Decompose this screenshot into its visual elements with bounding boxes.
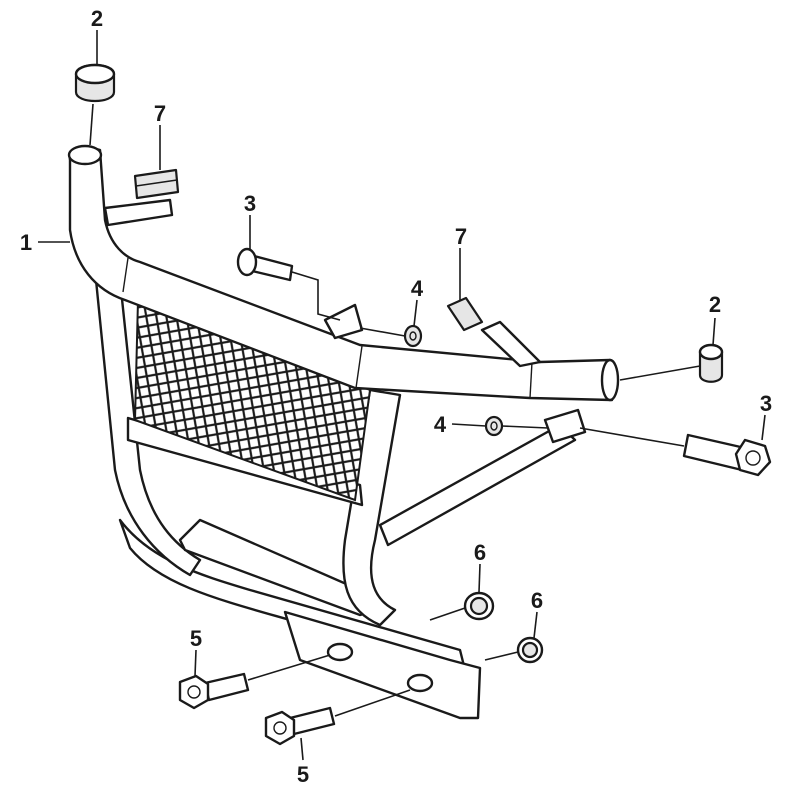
bolt-lower-right bbox=[264, 706, 336, 746]
callout-1: 1 bbox=[20, 230, 32, 255]
callout-6-left: 6 bbox=[474, 540, 486, 565]
callout-7-left: 7 bbox=[154, 101, 166, 126]
mounting-plate bbox=[283, 610, 482, 720]
bolt-right bbox=[682, 433, 772, 477]
callout-2-right: 2 bbox=[709, 292, 721, 317]
callout-6-right: 6 bbox=[531, 588, 543, 613]
nut-lower bbox=[484, 415, 504, 437]
callout-3-upper: 3 bbox=[244, 191, 256, 216]
bolt-upper bbox=[236, 247, 294, 282]
flange-nut-left bbox=[463, 591, 495, 621]
nut-upper bbox=[403, 324, 423, 348]
callout-3-right: 3 bbox=[760, 391, 772, 416]
callout-5-bottom: 5 bbox=[297, 762, 309, 787]
bolt-lower-left bbox=[178, 672, 250, 710]
leader-lines bbox=[38, 30, 766, 761]
callout-4-lower: 4 bbox=[434, 412, 447, 437]
clip-left bbox=[133, 168, 180, 200]
callout-5-left: 5 bbox=[190, 626, 202, 651]
callout-2-top: 2 bbox=[91, 6, 103, 31]
end-cap-top bbox=[74, 63, 116, 103]
end-cap-right bbox=[698, 343, 724, 383]
bumper-frame bbox=[67, 144, 620, 720]
callout-7-right: 7 bbox=[455, 224, 467, 249]
flange-nut-right bbox=[516, 636, 544, 664]
callout-4-upper: 4 bbox=[411, 276, 424, 301]
clip-right bbox=[446, 296, 484, 332]
